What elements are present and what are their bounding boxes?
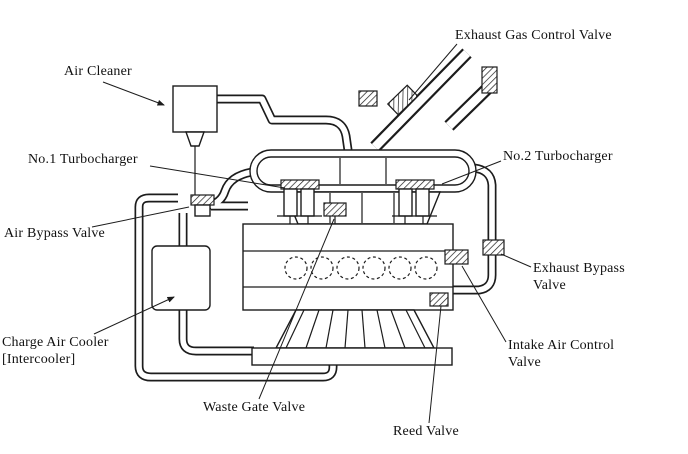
label-text: Waste Gate Valve: [203, 400, 306, 415]
leader-air-cleaner: [102, 81, 165, 106]
reed-valve-shape: [429, 292, 449, 307]
leader-waste-gate-valve: [258, 218, 335, 400]
label-text: Exhaust Bypass: [533, 261, 625, 276]
intake-air-control-valve-shape: [444, 249, 469, 265]
label-exhaust-bypass-valve: Exhaust Bypass Valve: [533, 261, 625, 294]
label-no2-turbocharger: No.2 Turbocharger: [503, 149, 613, 166]
leader-exhaust-bypass-valve: [500, 253, 532, 268]
waste-gate-valve-shape: [323, 202, 347, 224]
label-text: Reed Valve: [393, 424, 459, 439]
leader-lines: [91, 43, 532, 424]
label-waste-gate-valve: Waste Gate Valve: [203, 400, 305, 417]
exhaust-bypass-valve-shape: [482, 239, 505, 256]
leader-intake-air-control-valve: [461, 265, 507, 343]
label-text: Air Bypass Valve: [4, 226, 105, 241]
leader-air-bypass-valve: [91, 206, 190, 228]
label-text: Charge Air Cooler: [2, 335, 109, 350]
label-text: Valve: [533, 277, 566, 293]
air-bypass-valve-shape: [190, 194, 215, 217]
label-text: No.1 Turbocharger: [28, 152, 138, 167]
leader-exhaust-gas-control-valve: [408, 43, 458, 101]
turbocharger-1-shape: [277, 179, 322, 224]
label-exhaust-gas-control-valve: Exhaust Gas Control Valve: [455, 28, 612, 45]
label-text: Air Cleaner: [64, 64, 132, 79]
label-air-cleaner: Air Cleaner: [64, 64, 132, 81]
turbocharger-2-shape: [392, 179, 437, 224]
label-no1-turbocharger: No.1 Turbocharger: [28, 152, 138, 169]
exhaust-actuator-shape: [481, 66, 498, 94]
exhaust-gas-control-valve-shape: [358, 84, 419, 116]
label-text: [Intercooler]: [2, 351, 76, 367]
label-reed-valve: Reed Valve: [393, 424, 459, 441]
oil-pan-shape: [251, 309, 453, 366]
air-cleaner-shape: [172, 85, 218, 195]
label-text: Exhaust Gas Control Valve: [455, 28, 612, 43]
engine-block-shape: [242, 223, 454, 311]
leader-no2-turbocharger: [441, 160, 502, 185]
label-text: Intake Air Control: [508, 338, 615, 353]
leader-no1-turbocharger: [149, 165, 286, 189]
label-text: Valve: [508, 354, 541, 370]
leader-reed-valve: [428, 305, 442, 424]
charge-air-cooler-shape: [151, 245, 211, 311]
label-text: No.2 Turbocharger: [503, 149, 613, 164]
piping-inner: [136, 49, 497, 380]
label-air-bypass-valve: Air Bypass Valve: [4, 226, 105, 243]
label-intake-air-control-valve: Intake Air Control Valve: [508, 338, 614, 371]
leader-charge-air-cooler: [93, 296, 175, 335]
label-charge-air-cooler: Charge Air Cooler [Intercooler]: [2, 335, 109, 368]
